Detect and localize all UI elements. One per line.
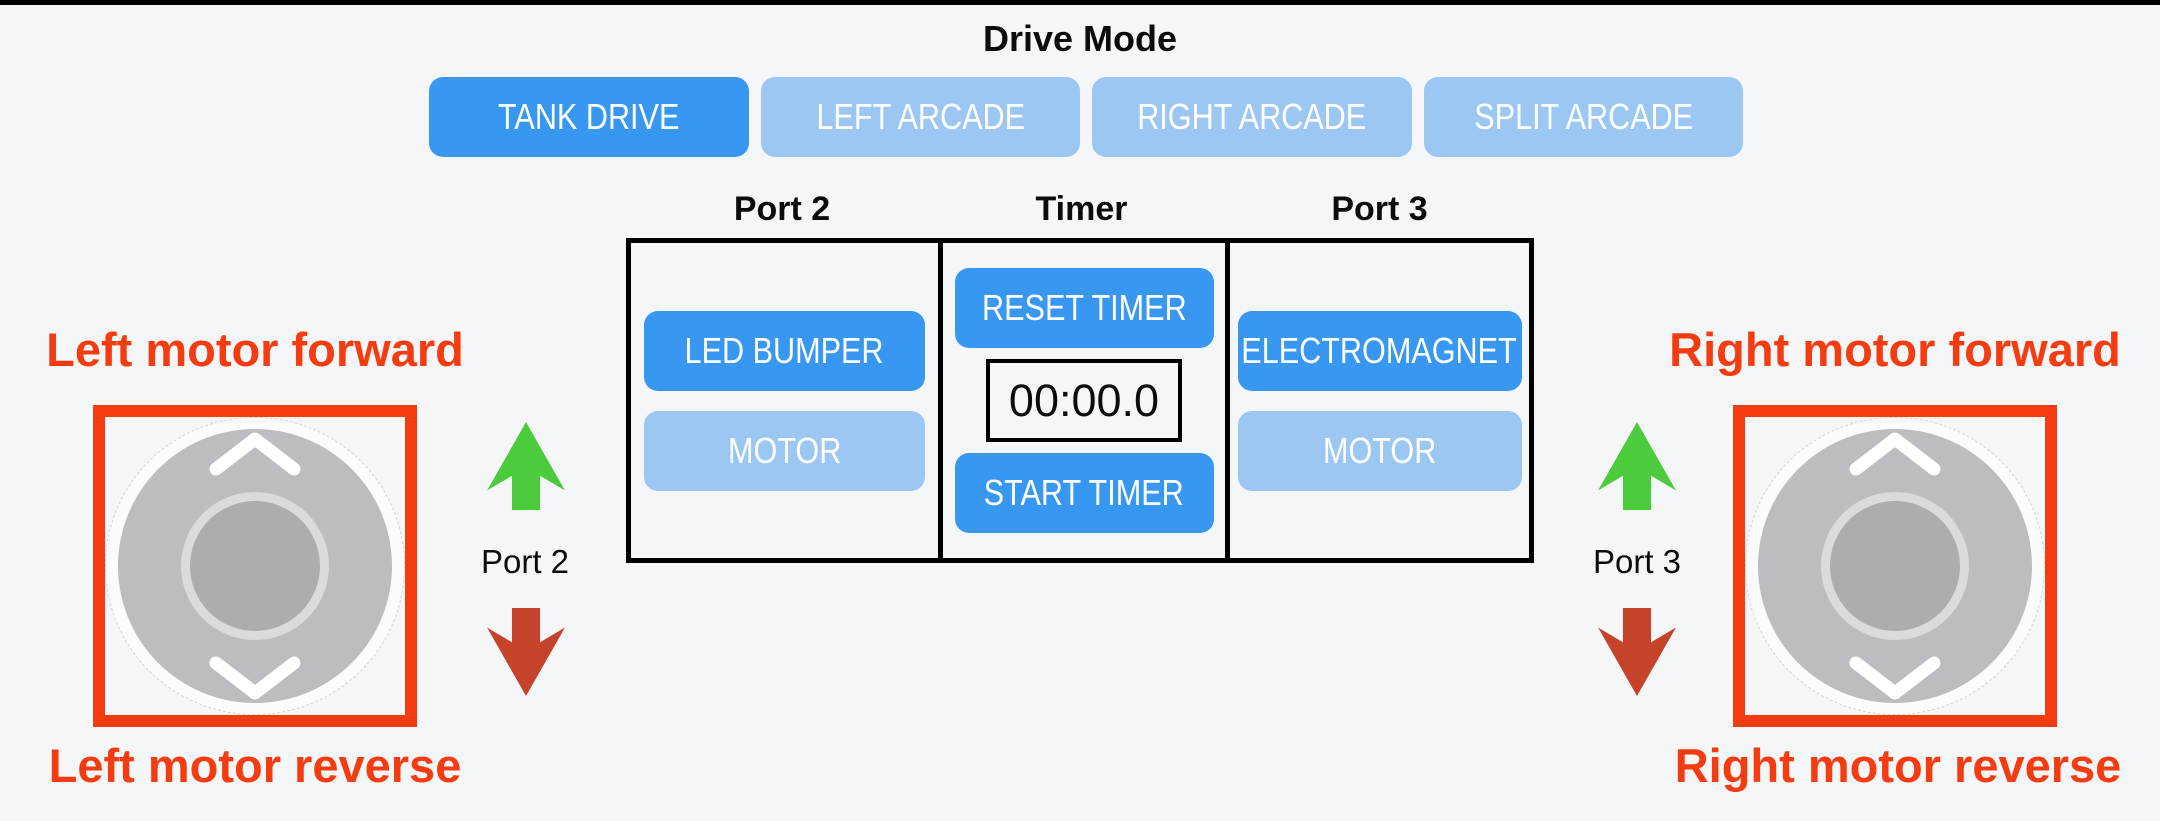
- left-joystick-highlight-frame: [93, 405, 417, 727]
- left-joystick-knob[interactable]: [181, 492, 329, 640]
- left-port-label: Port 2: [480, 543, 570, 580]
- chevron-down-icon: [209, 656, 301, 700]
- led-bumper-button[interactable]: LED BUMPER: [644, 310, 925, 391]
- led-bumper-label: LED BUMPER: [685, 329, 884, 371]
- right-reverse-arrow-down-icon: [1598, 608, 1676, 696]
- drive-mode-button-group: TANK DRIVE LEFT ARCADE RIGHT ARCADE SPLI…: [429, 77, 1743, 157]
- start-timer-button[interactable]: START TIMER: [954, 453, 1214, 533]
- timer-cell: RESET TIMER 00:00.0 START TIMER: [938, 243, 1230, 558]
- port3-column-header: Port 3: [1331, 190, 1428, 228]
- control-panel-table: LED BUMPER MOTOR RESET TIMER 00:00.0 STA…: [626, 238, 1534, 563]
- top-border-bar: [0, 0, 2160, 5]
- port3-cell: ELECTROMAGNET MOTOR: [1230, 243, 1529, 558]
- left-arcade-button[interactable]: LEFT ARCADE: [760, 77, 1080, 157]
- split-arcade-label: SPLIT ARCADE: [1473, 96, 1693, 137]
- port2-column-header: Port 2: [733, 190, 831, 228]
- left-reverse-arrow-down-icon: [487, 608, 565, 696]
- left-joystick[interactable]: [105, 417, 405, 715]
- right-port-label: Port 3: [1592, 543, 1682, 580]
- reset-timer-label: RESET TIMER: [981, 287, 1187, 328]
- left-arcade-label: LEFT ARCADE: [815, 96, 1025, 137]
- drive-mode-title: Drive Mode: [982, 18, 1178, 59]
- tank-drive-button[interactable]: TANK DRIVE: [429, 77, 749, 157]
- timer-column-header: Timer: [1035, 190, 1128, 228]
- port2-motor-button[interactable]: MOTOR: [644, 410, 925, 491]
- chevron-up-icon: [1849, 432, 1941, 476]
- port2-motor-label: MOTOR: [727, 429, 842, 471]
- electromagnet-button[interactable]: ELECTROMAGNET: [1237, 310, 1522, 391]
- port3-motor-button[interactable]: MOTOR: [1237, 410, 1522, 491]
- port2-cell: LED BUMPER MOTOR: [631, 243, 938, 558]
- left-motor-reverse-label: Left motor reverse: [48, 739, 462, 792]
- right-arcade-label: RIGHT ARCADE: [1137, 96, 1367, 137]
- left-motor-forward-label: Left motor forward: [46, 323, 464, 376]
- timer-display: 00:00.0: [986, 359, 1182, 442]
- panel-headers: Port 2 Timer Port 3: [626, 186, 1534, 232]
- left-forward-arrow-up-icon: [487, 422, 565, 510]
- right-motor-forward-label: Right motor forward: [1669, 323, 2121, 376]
- split-arcade-button[interactable]: SPLIT ARCADE: [1423, 77, 1743, 157]
- port3-motor-label: MOTOR: [1322, 429, 1437, 471]
- reset-timer-button[interactable]: RESET TIMER: [954, 268, 1214, 348]
- tank-drive-label: TANK DRIVE: [498, 96, 680, 137]
- electromagnet-label: ELECTROMAGNET: [1241, 329, 1518, 371]
- start-timer-label: START TIMER: [983, 472, 1185, 513]
- right-arcade-button[interactable]: RIGHT ARCADE: [1092, 77, 1412, 157]
- right-joystick-knob[interactable]: [1821, 492, 1969, 640]
- chevron-up-icon: [209, 432, 301, 476]
- right-forward-arrow-up-icon: [1598, 422, 1676, 510]
- right-motor-reverse-label: Right motor reverse: [1674, 739, 2122, 792]
- right-joystick-highlight-frame: [1733, 405, 2057, 727]
- chevron-down-icon: [1849, 656, 1941, 700]
- right-joystick[interactable]: [1745, 417, 2045, 715]
